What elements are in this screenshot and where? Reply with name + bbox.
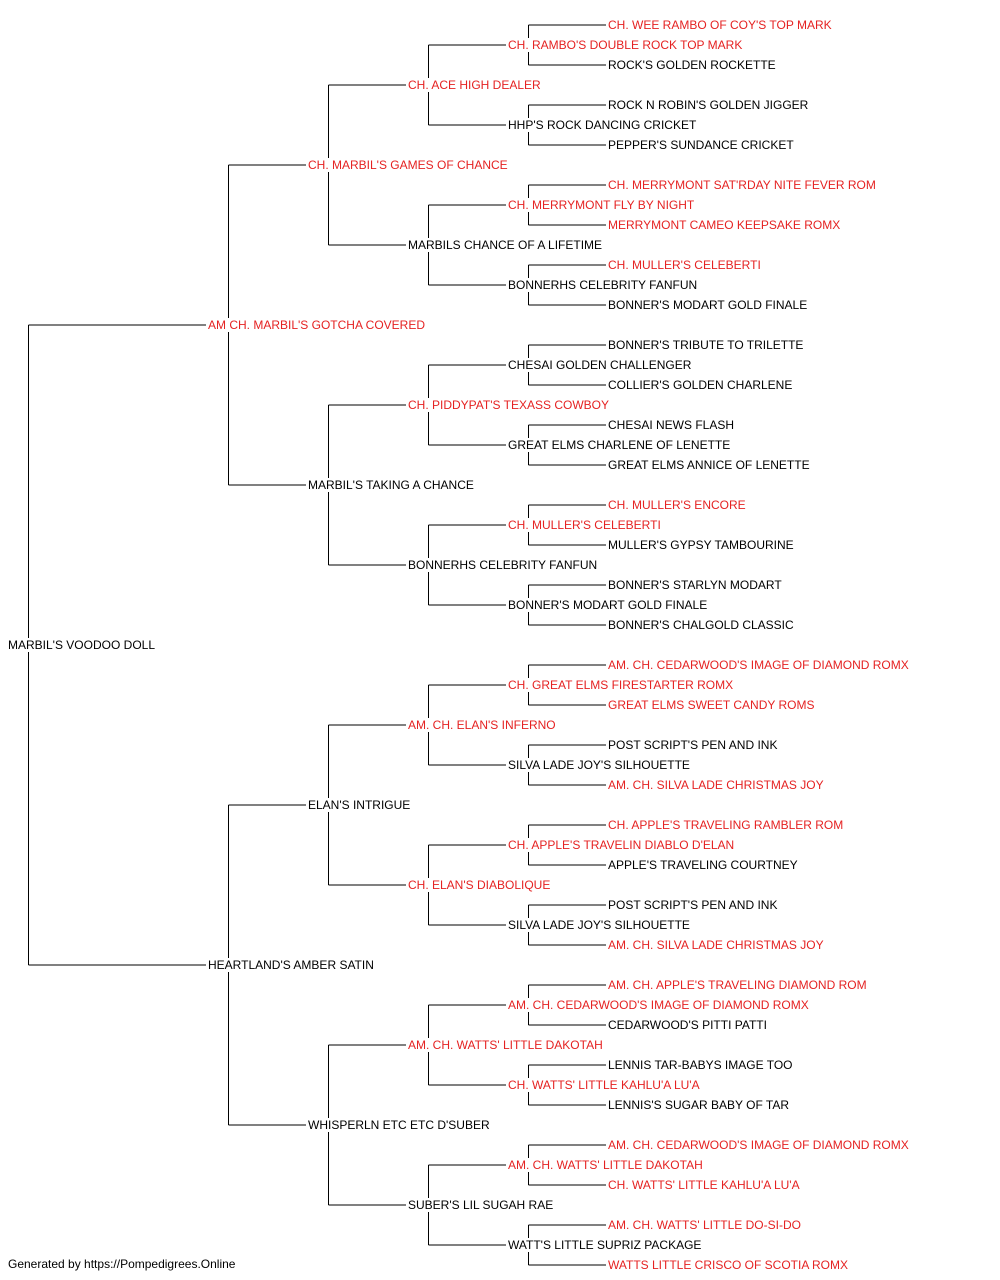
pedigree-dog-gen2: ELAN'S INTRIGUE [308,798,411,812]
pedigree-dog-gen2: WHISPERLN ETC ETC D'SUBER [308,1118,490,1132]
pedigree-dog-gen5: LENNIS'S SUGAR BABY OF TAR [608,1098,790,1112]
pedigree-dog-gen5: CEDARWOOD'S PITTI PATTI [608,1018,767,1032]
pedigree-dog-gen4: SILVA LADE JOY'S SILHOUETTE [508,758,690,772]
pedigree-dog-gen5: LENNIS TAR-BABYS IMAGE TOO [608,1058,793,1072]
pedigree-dog-gen5: ROCK N ROBIN'S GOLDEN JIGGER [608,98,809,112]
pedigree-dog-gen5: GREAT ELMS ANNICE OF LENETTE [608,458,810,472]
pedigree-dog-gen3: CH. ACE HIGH DEALER [408,78,541,92]
pedigree-dog-gen4: CHESAI GOLDEN CHALLENGER [508,358,692,372]
generated-by-footer: Generated by https://Pompedigrees.Online [8,1257,236,1271]
pedigree-dog-gen5: COLLIER'S GOLDEN CHARLENE [608,378,793,392]
pedigree-dog-gen5: CHESAI NEWS FLASH [608,418,735,432]
pedigree-dog-gen5: AM. CH. SILVA LADE CHRISTMAS JOY [608,938,824,952]
pedigree-dog-gen4: CH. GREAT ELMS FIRESTARTER ROMX [508,678,734,692]
pedigree-dog-gen5: WATTS LITTLE CRISCO OF SCOTIA ROMX [608,1258,849,1272]
pedigree-dog-gen2: CH. MARBIL'S GAMES OF CHANCE [308,158,508,172]
pedigree-dog-gen3: CH. PIDDYPAT'S TEXASS COWBOY [408,398,609,412]
pedigree-dog-gen4: BONNERHS CELEBRITY FANFUN [508,278,698,292]
pedigree-dog-gen4: CH. MULLER'S CELEBERTI [508,518,661,532]
pedigree-dog-gen4: CH. WATTS' LITTLE KAHLU'A LU'A [508,1078,700,1092]
pedigree-dog-gen2: MARBIL'S TAKING A CHANCE [308,478,474,492]
pedigree-dog-gen5: GREAT ELMS SWEET CANDY ROMS [608,698,815,712]
pedigree-dog-gen5: POST SCRIPT'S PEN AND INK [608,898,778,912]
pedigree-dog-gen3: BONNERHS CELEBRITY FANFUN [408,558,598,572]
pedigree-dog-gen4: WATT'S LITTLE SUPRIZ PACKAGE [508,1238,702,1252]
pedigree-dog-gen4: CH. APPLE'S TRAVELIN DIABLO D'ELAN [508,838,735,852]
pedigree-dog-gen4: HHP'S ROCK DANCING CRICKET [508,118,697,132]
pedigree-dog-gen5: AM. CH. CEDARWOOD'S IMAGE OF DIAMOND ROM… [608,1138,909,1152]
pedigree-dog-gen5: ROCK'S GOLDEN ROCKETTE [608,58,776,72]
pedigree-dog-gen5: BONNER'S CHALGOLD CLASSIC [608,618,794,632]
pedigree-dog-gen3: SUBER'S LIL SUGAH RAE [408,1198,554,1212]
pedigree-dog-gen5: MERRYMONT CAMEO KEEPSAKE ROMX [608,218,841,232]
pedigree-dog-gen4: AM. CH. CEDARWOOD'S IMAGE OF DIAMOND ROM… [508,998,809,1012]
pedigree-dog-gen5: CH. WEE RAMBO OF COY'S TOP MARK [608,18,832,32]
pedigree-dog-gen3: CH. ELAN'S DIABOLIQUE [408,878,551,892]
pedigree-dog-gen5: AM. CH. WATTS' LITTLE DO-SI-DO [608,1218,801,1232]
pedigree-dog-gen4: GREAT ELMS CHARLENE OF LENETTE [508,438,731,452]
pedigree-dog-gen5: AM. CH. SILVA LADE CHRISTMAS JOY [608,778,824,792]
pedigree-dog-gen1: HEARTLAND'S AMBER SATIN [208,958,374,972]
pedigree-dog-gen5: BONNER'S MODART GOLD FINALE [608,298,808,312]
pedigree-dog-gen4: AM. CH. WATTS' LITTLE DAKOTAH [508,1158,703,1172]
pedigree-dog-gen5: PEPPER'S SUNDANCE CRICKET [608,138,794,152]
pedigree-dog-subject: MARBIL'S VOODOO DOLL [8,638,155,652]
pedigree-dog-gen5: CH. WATTS' LITTLE KAHLU'A LU'A [608,1178,800,1192]
pedigree-dog-gen5: CH. MULLER'S ENCORE [608,498,746,512]
pedigree-dog-gen5: AM. CH. APPLE'S TRAVELING DIAMOND ROM [608,978,867,992]
pedigree-dog-gen5: POST SCRIPT'S PEN AND INK [608,738,778,752]
pedigree-dog-gen3: AM. CH. WATTS' LITTLE DAKOTAH [408,1038,603,1052]
pedigree-dog-gen5: CH. MULLER'S CELEBERTI [608,258,761,272]
pedigree-dog-gen4: SILVA LADE JOY'S SILHOUETTE [508,918,690,932]
pedigree-dog-gen4: CH. MERRYMONT FLY BY NIGHT [508,198,695,212]
pedigree-dog-gen5: CH. MERRYMONT SAT'RDAY NITE FEVER ROM [608,178,876,192]
pedigree-dog-gen5: BONNER'S TRIBUTE TO TRILETTE [608,338,804,352]
pedigree-dog-gen4: BONNER'S MODART GOLD FINALE [508,598,708,612]
pedigree-dog-gen5: APPLE'S TRAVELING COURTNEY [608,858,798,872]
pedigree-dog-gen1: AM CH. MARBIL'S GOTCHA COVERED [208,318,425,332]
pedigree-dog-gen5: AM. CH. CEDARWOOD'S IMAGE OF DIAMOND ROM… [608,658,909,672]
pedigree-dog-gen5: CH. APPLE'S TRAVELING RAMBLER ROM [608,818,844,832]
pedigree-dog-gen3: MARBILS CHANCE OF A LIFETIME [408,238,603,252]
pedigree-dog-gen4: CH. RAMBO'S DOUBLE ROCK TOP MARK [508,38,743,52]
pedigree-dog-gen5: BONNER'S STARLYN MODART [608,578,782,592]
pedigree-dog-gen3: AM. CH. ELAN'S INFERNO [408,718,556,732]
pedigree-dog-gen5: MULLER'S GYPSY TAMBOURINE [608,538,794,552]
